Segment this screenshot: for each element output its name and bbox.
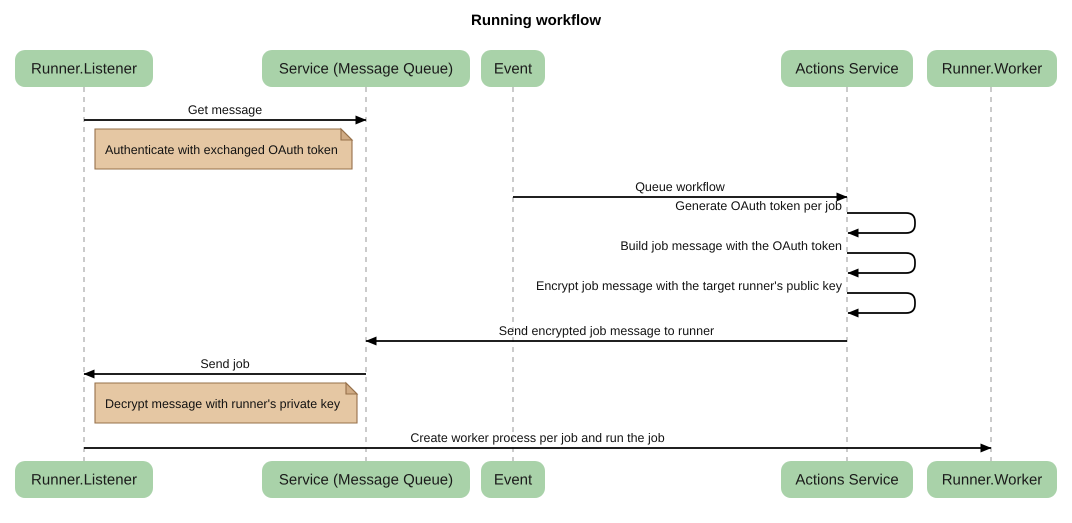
note-body [94,128,353,170]
participant-box [262,50,470,87]
participant-box [481,50,545,87]
participant-service-message-queue-bottom[interactable]: Service (Message Queue) [262,461,470,498]
notes-group: Authenticate with exchanged OAuth tokenD… [94,127,359,424]
participant-actions-service-bottom[interactable]: Actions Service [781,461,913,498]
message-label: Encrypt job message with the target runn… [536,279,843,293]
note-authenticate-note: Authenticate with exchanged OAuth token [94,127,354,170]
message-label: Generate OAuth token per job [675,199,842,213]
participant-label: Runner.Worker [942,61,1043,78]
participant-box [927,461,1057,498]
participant-actions-service-top[interactable]: Actions Service [781,50,913,87]
message-build-job-message[interactable]: Build job message with the OAuth token [620,239,916,278]
message-queue-workflow[interactable]: Queue workflow [513,180,848,202]
participant-label: Event [494,61,533,78]
participant-label: Actions Service [795,472,898,489]
participant-runner-listener-top[interactable]: Runner.Listener [15,50,153,87]
participant-box [481,461,545,498]
note-fold-corner-icon [345,381,359,395]
participant-runner-listener-bottom[interactable]: Runner.Listener [15,461,153,498]
message-label: Create worker process per job and run th… [410,431,664,445]
note-fold-corner-icon [340,127,354,141]
participant-runner-worker-bottom[interactable]: Runner.Worker [927,461,1057,498]
message-encrypt-job-message[interactable]: Encrypt job message with the target runn… [536,279,916,318]
message-label: Send encrypted job message to runner [499,324,714,338]
participants-top-group: Runner.Listener Service (Message Queue) Ev… [15,50,1057,87]
participant-box [15,461,153,498]
message-generate-oauth-token-per-job[interactable]: Generate OAuth token per job [675,199,916,238]
message-create-worker-process[interactable]: Create worker process per job and run th… [84,431,992,453]
note-label: Decrypt message with runner's private ke… [105,397,341,411]
message-self-loop-path [847,292,916,318]
note-body [94,382,358,424]
message-label: Send job [200,357,249,371]
message-label: Build job message with the OAuth token [620,239,842,253]
participant-label: Runner.Listener [31,472,137,489]
message-label: Queue workflow [635,180,726,194]
participant-box [15,50,153,87]
message-self-loop-path [847,252,916,278]
participant-label: Runner.Worker [942,472,1043,489]
participant-event-top[interactable]: Event [481,50,545,87]
page-title: Running workflow [471,12,601,29]
participant-box [781,461,913,498]
message-label: Get message [188,103,262,117]
participant-box [262,461,470,498]
participant-label: Runner.Listener [31,61,137,78]
message-self-loop-path [847,212,916,238]
participants-bottom-group: Runner.Listener Service (Message Queue) Ev… [15,461,1057,498]
participant-runner-worker-top[interactable]: Runner.Worker [927,50,1057,87]
message-send-encrypted-job-message[interactable]: Send encrypted job message to runner [365,324,847,346]
lifelines-group [83,87,992,461]
participant-box [781,50,913,87]
participant-label: Service (Message Queue) [279,61,453,78]
message-send-job[interactable]: Send job [83,357,366,379]
message-get-message[interactable]: Get message [84,103,367,125]
participant-label: Service (Message Queue) [279,472,453,489]
note-decrypt-note: Decrypt message with runner's private ke… [94,381,359,424]
participant-event-bottom[interactable]: Event [481,461,545,498]
participant-box [927,50,1057,87]
participant-service-message-queue-top[interactable]: Service (Message Queue) [262,50,470,87]
participant-label: Event [494,472,533,489]
note-label: Authenticate with exchanged OAuth token [105,143,338,157]
participant-label: Actions Service [795,61,898,78]
